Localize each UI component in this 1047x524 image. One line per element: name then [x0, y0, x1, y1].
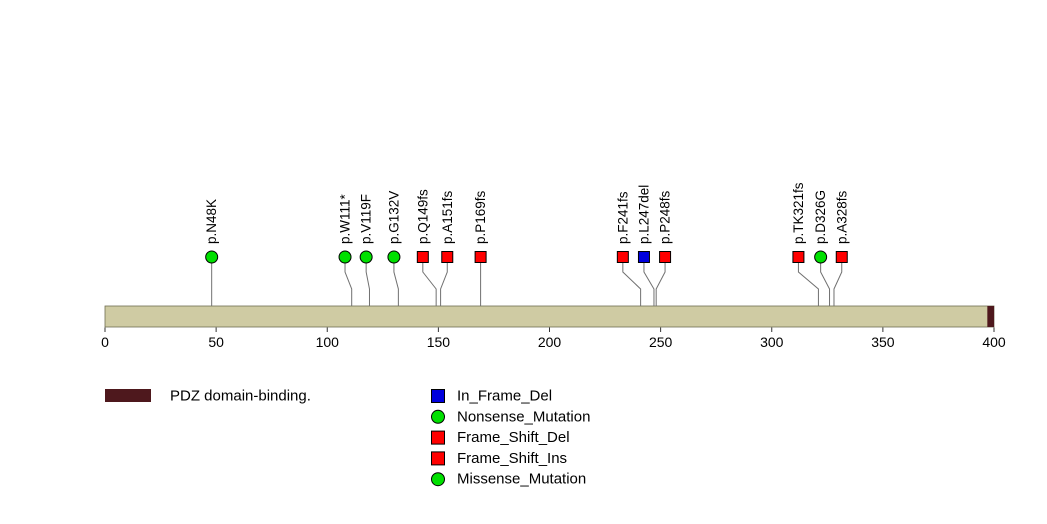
axis-tick-label: 100 — [316, 334, 340, 350]
mutation-label: p.A151fs — [440, 190, 455, 244]
axis-tick-label: 250 — [649, 334, 673, 350]
lollipop-stick — [655, 263, 666, 306]
axis-tick-label: 50 — [208, 334, 224, 350]
protein-bar — [104, 305, 995, 328]
protein-domain — [987, 306, 994, 327]
domain-legend-label: PDZ domain-binding. — [170, 388, 311, 405]
mutation-marker — [814, 250, 828, 264]
mutation-label: p.P169fs — [473, 190, 488, 244]
axis-tick-label: 0 — [101, 334, 109, 350]
lollipop-stick — [365, 263, 370, 306]
legend-item-label: Frame_Shift_Del — [457, 429, 570, 446]
axis-tick-label: 150 — [427, 334, 451, 350]
mutation-label: p.N48K — [204, 199, 219, 244]
legend-swatch — [431, 451, 445, 466]
axis-tick-label: 350 — [871, 334, 895, 350]
mutation-marker — [637, 251, 650, 263]
lollipop-stick — [393, 263, 399, 306]
axis-tick-label: 400 — [982, 334, 1006, 350]
legend-item-label: In_Frame_Del — [457, 388, 552, 405]
mutation-marker — [359, 250, 373, 264]
lollipop-stick — [820, 263, 831, 306]
legend-item-label: Missense_Mutation — [457, 471, 586, 488]
lollipop-stick — [622, 263, 642, 306]
mutation-label: p.L247del — [636, 185, 651, 244]
mutation-label: p.TK321fs — [791, 182, 806, 244]
mutation-marker — [616, 251, 629, 263]
mutation-marker — [416, 251, 429, 263]
mutation-label: p.Q149fs — [415, 189, 430, 244]
mutation-label: p.W111* — [338, 193, 353, 244]
mutation-marker — [474, 251, 487, 263]
mutation-label: p.F241fs — [615, 191, 630, 244]
mutation-marker — [338, 250, 352, 264]
legend-swatch — [431, 430, 445, 445]
lollipop-stick — [422, 263, 437, 306]
lollipop-stick — [797, 263, 819, 306]
mutation-marker — [792, 251, 805, 263]
domain-legend-swatch — [105, 389, 151, 402]
axis-tick-label: 300 — [760, 334, 784, 350]
lollipop-stick — [344, 263, 353, 306]
legend-swatch — [431, 472, 445, 487]
legend-swatch — [431, 409, 445, 424]
mutation-marker — [441, 251, 454, 263]
legend-swatch — [431, 389, 445, 403]
mutation-label: p.A328fs — [834, 190, 849, 244]
lollipop-stick — [833, 263, 843, 306]
lollipop-stick — [440, 263, 448, 306]
lollipop-stick — [643, 263, 655, 306]
legend-item-label: Nonsense_Mutation — [457, 408, 590, 425]
mutation-marker — [387, 250, 401, 264]
legend-item-label: Frame_Shift_Ins — [457, 450, 567, 467]
axis-tick-label: 200 — [538, 334, 562, 350]
mutation-marker — [835, 251, 848, 263]
mutation-marker — [659, 251, 672, 263]
mutation-label: p.V119F — [359, 194, 374, 244]
mutation-label: p.D326G — [813, 190, 828, 244]
mutation-label: p.G132V — [386, 191, 401, 244]
mutation-label: p.P248fs — [658, 190, 673, 244]
mutation-marker — [205, 250, 219, 264]
